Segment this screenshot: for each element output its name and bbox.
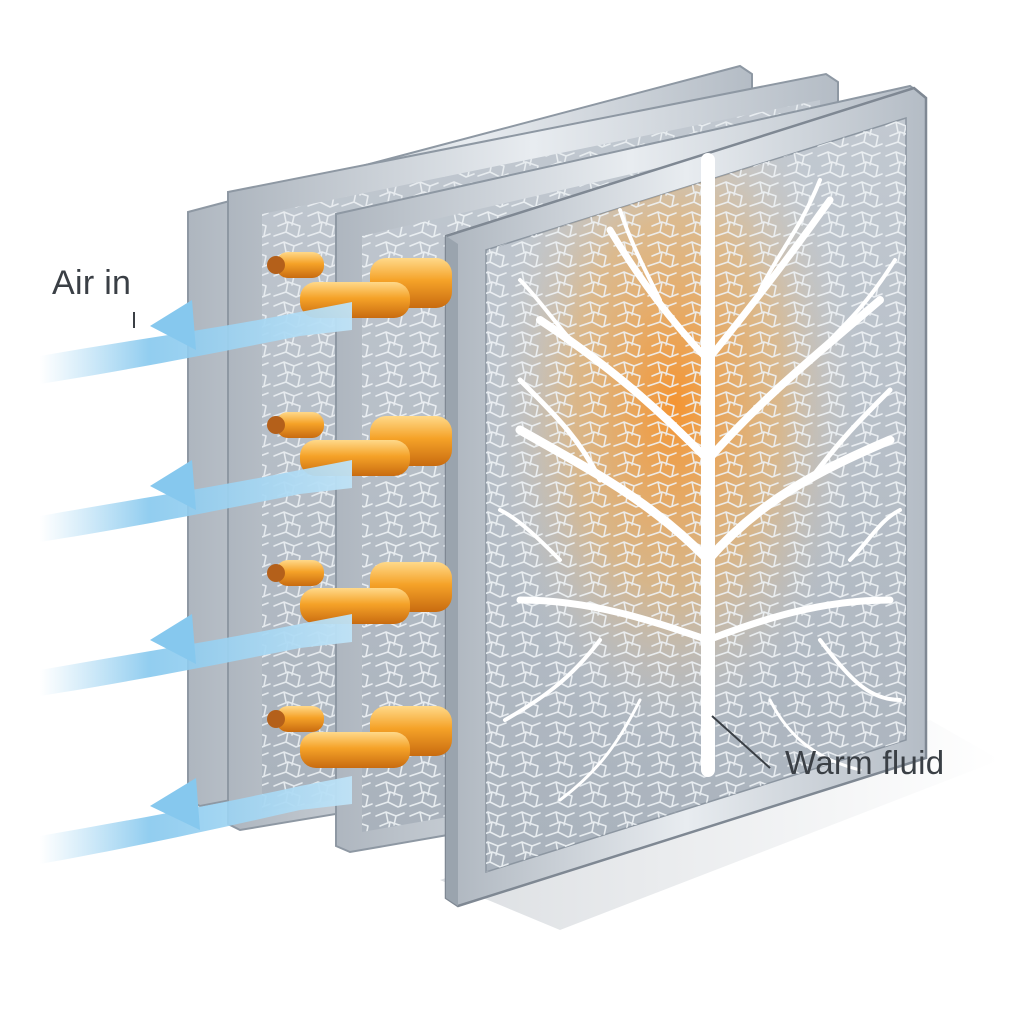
warm-fluid-callout-line [711, 715, 771, 769]
airflow-arrow-icon [40, 460, 352, 542]
air-in-label: Air in [52, 264, 132, 302]
airflow-arrows [40, 300, 352, 864]
airflow-arrow-icon [40, 300, 352, 384]
pipe-connector-icon [267, 706, 452, 768]
warm-fluid-label: Warm fluid [785, 744, 945, 781]
airflow-arrow-icon [40, 614, 352, 696]
branching-veins [498, 153, 902, 802]
air-in-tick-mark [133, 312, 135, 328]
pipe-connector-icon [267, 560, 452, 624]
airflow-arrow-icon [40, 776, 352, 864]
